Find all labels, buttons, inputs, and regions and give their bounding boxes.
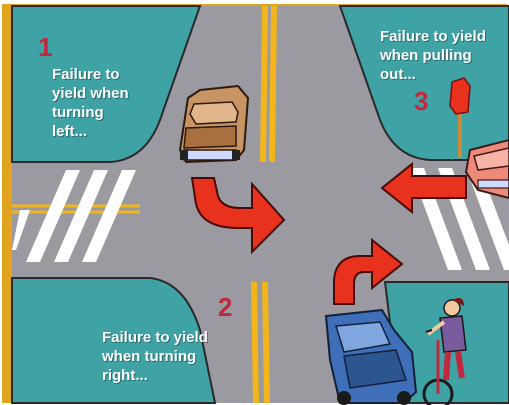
- scenario-label-2: Failure to yield when turning right...: [102, 328, 208, 385]
- scenario-label-3: Failure to yield when pulling out...: [380, 27, 509, 84]
- scenario-3-line-2: when pulling: [380, 46, 509, 65]
- scenario-1-line-3: turning: [52, 103, 129, 122]
- scenario-number-3: 3: [414, 86, 428, 117]
- scenario-number-2: 2: [218, 292, 232, 323]
- scenario-1-line-2: yield when: [52, 84, 129, 103]
- scenario-2-line-2: when turning: [102, 347, 208, 366]
- scenario-2-line-1: Failure to yield: [102, 328, 208, 347]
- scenario-number-1: 1: [38, 32, 52, 63]
- scenario-3-line-3: out...: [380, 65, 509, 84]
- scenario-1-line-4: left...: [52, 122, 129, 141]
- scenario-3-line-1: Failure to yield: [380, 27, 509, 46]
- scenario-2-line-3: right...: [102, 366, 208, 385]
- scenario-label-1: Failure to yield when turning left...: [52, 65, 129, 141]
- scenario-1-line-1: Failure to: [52, 65, 129, 84]
- brown-car-icon: [180, 86, 248, 162]
